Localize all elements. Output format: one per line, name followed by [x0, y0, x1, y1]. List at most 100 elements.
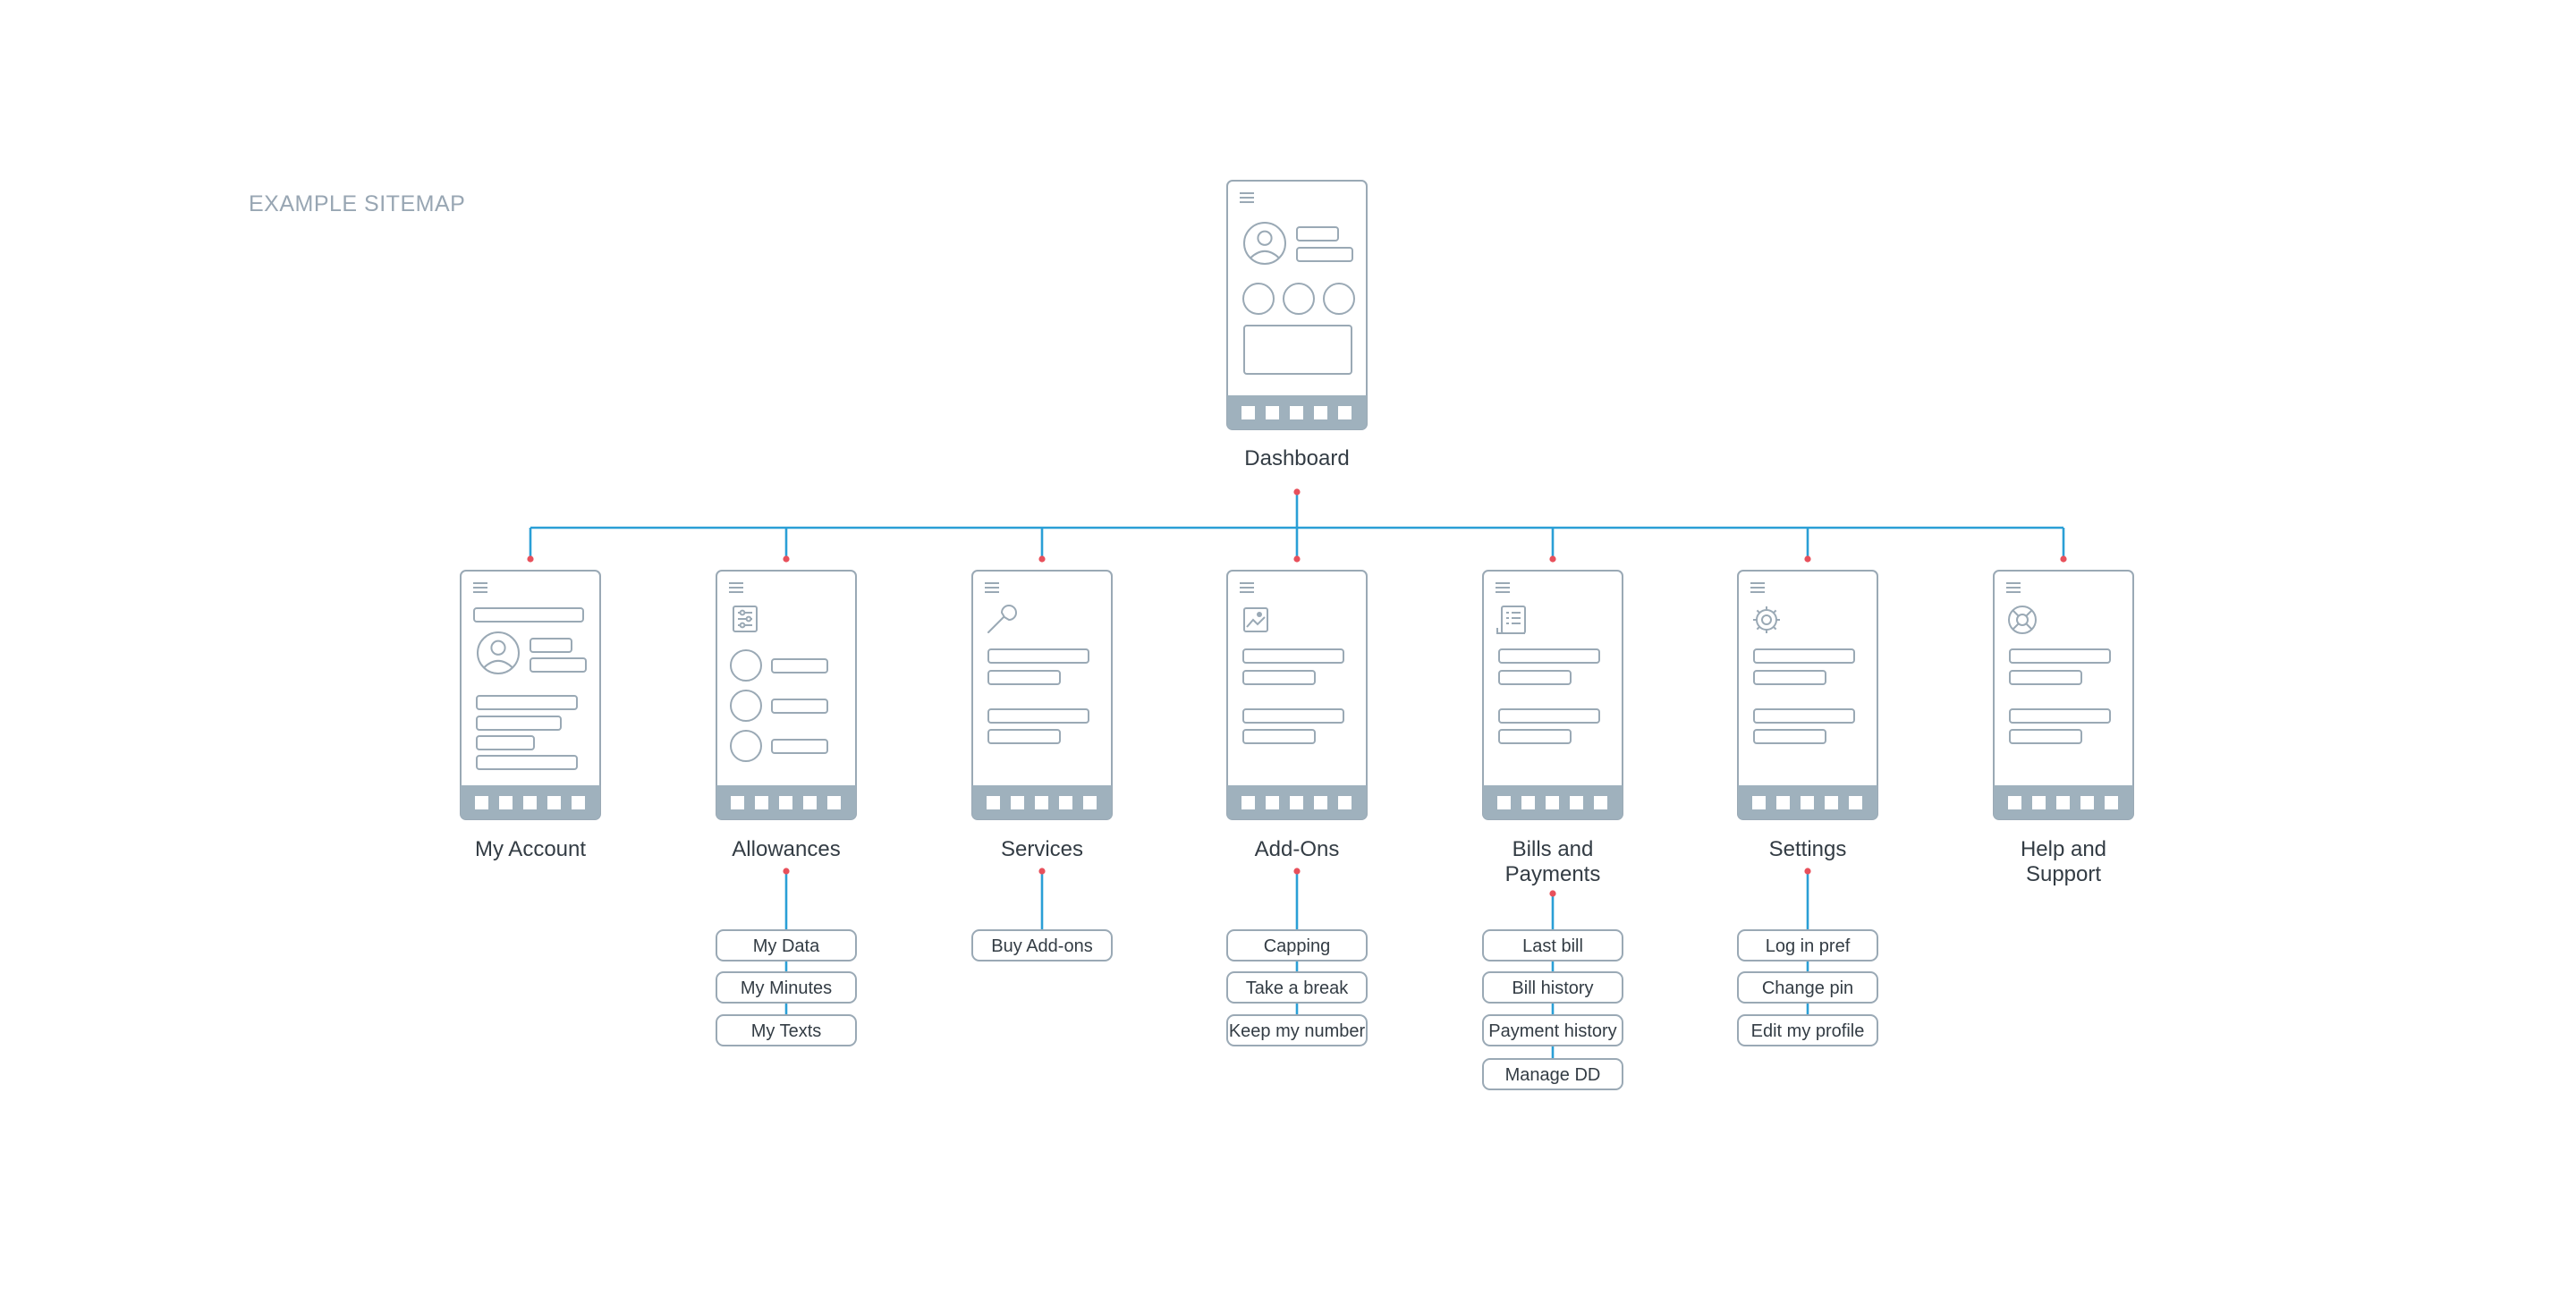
tab-bar-item — [475, 796, 488, 809]
tab-bar-item — [2032, 796, 2046, 809]
subpage-label: Bill history — [1512, 978, 1593, 998]
node-dot — [1293, 488, 1301, 496]
label-line: Settings — [1769, 837, 1847, 861]
tab-bar-item — [1338, 796, 1352, 809]
subpage-label: My Minutes — [741, 978, 832, 998]
tab-bar-item — [547, 796, 561, 809]
menu-icon — [1750, 582, 1765, 593]
node-dot — [1804, 555, 1811, 563]
text-placeholder — [1753, 708, 1855, 724]
subpage-label: Take a break — [1246, 978, 1350, 998]
tab-bar-item — [1570, 796, 1583, 809]
text-placeholder — [1242, 670, 1316, 685]
subpage-node: My Texts — [716, 1014, 857, 1046]
text-placeholder — [476, 695, 578, 710]
allowance-circle — [730, 649, 762, 682]
text-placeholder — [2009, 729, 2082, 744]
text-placeholder — [1296, 226, 1339, 241]
shortcut-circle — [1283, 283, 1315, 315]
menu-icon — [985, 582, 999, 593]
subpage-node: Edit my profile — [1737, 1014, 1878, 1046]
menu-icon — [1496, 582, 1510, 593]
text-placeholder — [1242, 708, 1344, 724]
text-placeholder — [1242, 729, 1316, 744]
text-placeholder — [771, 699, 828, 714]
avatar-body — [1250, 250, 1280, 259]
tab-bar-item — [1752, 796, 1766, 809]
tab-bar-item — [1059, 796, 1072, 809]
services-wireframe — [971, 570, 1113, 820]
node-dot — [1038, 868, 1046, 875]
tab-bar-item — [803, 796, 817, 809]
avatar-body — [483, 659, 513, 669]
subpage-label: Last bill — [1522, 936, 1583, 956]
subpage-label: Manage DD — [1505, 1065, 1601, 1085]
label-line: Help and — [2021, 837, 2106, 861]
dashboard-wireframe — [1226, 180, 1368, 430]
tab-bar-item — [2056, 796, 2070, 809]
text-placeholder — [1753, 729, 1826, 744]
document-icon — [1496, 606, 1526, 634]
menu-icon — [473, 582, 487, 593]
subpage-node: Capping — [1226, 929, 1368, 961]
sliders-icon — [733, 606, 758, 632]
node-dot — [1549, 890, 1556, 897]
tab-bar-item — [1338, 406, 1352, 419]
tab-bar-item — [1594, 796, 1607, 809]
text-placeholder — [1753, 648, 1855, 664]
subpage-pill — [1482, 929, 1623, 961]
add-ons-label: Add-Ons — [1255, 837, 1340, 861]
tab-bar-item — [1825, 796, 1838, 809]
subpage-pill — [971, 929, 1113, 961]
label-line: Support — [2026, 862, 2101, 886]
subpage-node: Keep my number — [1226, 1014, 1368, 1046]
text-placeholder — [1498, 708, 1600, 724]
tab-bar-item — [2080, 796, 2094, 809]
node-dot — [1293, 868, 1301, 875]
text-placeholder — [771, 739, 828, 754]
subpage-pill — [716, 1014, 857, 1046]
tab-bar-item — [1521, 796, 1535, 809]
label-line: Add-Ons — [1255, 837, 1340, 861]
tab-bar-item — [1546, 796, 1559, 809]
text-placeholder — [530, 657, 587, 673]
text-placeholder — [530, 638, 572, 653]
node-dot — [1293, 555, 1301, 563]
tab-bar-item — [987, 796, 1000, 809]
text-placeholder — [987, 729, 1061, 744]
label-line: Payments — [1505, 862, 1601, 886]
node-dot — [783, 555, 790, 563]
card-placeholder — [1243, 325, 1352, 375]
subpage-pill — [1737, 1014, 1878, 1046]
tab-bar-item — [1849, 796, 1862, 809]
text-placeholder — [771, 658, 828, 673]
menu-icon — [1240, 582, 1254, 593]
text-placeholder — [987, 708, 1089, 724]
my-account-wireframe — [460, 570, 601, 820]
text-placeholder — [1498, 670, 1572, 685]
page-title: EXAMPLE SITEMAP — [249, 191, 466, 216]
tab-bar-item — [1314, 406, 1327, 419]
subpage-label: Change pin — [1762, 978, 1853, 998]
gear-icon — [1753, 606, 1780, 633]
subpage-node: Payment history — [1482, 1014, 1623, 1046]
tab-bar-item — [1011, 796, 1024, 809]
subpage-label: My Texts — [751, 1021, 822, 1041]
allowances-label: Allowances — [732, 837, 840, 861]
help-and-support-wireframe — [1993, 570, 2134, 820]
text-placeholder — [2009, 648, 2111, 664]
tab-bar-item — [1083, 796, 1097, 809]
text-placeholder — [1296, 247, 1353, 262]
subpage-node: Buy Add-ons — [971, 929, 1113, 961]
tab-bar-item — [827, 796, 841, 809]
avatar-head — [1257, 230, 1273, 246]
tab-bar-item — [2008, 796, 2021, 809]
phone-frame — [1482, 570, 1623, 820]
avatar-icon — [477, 631, 520, 674]
subpage-node: Change pin — [1737, 971, 1878, 1004]
menu-icon — [2006, 582, 2021, 593]
node-dot — [527, 555, 534, 563]
subpage-pill — [1737, 971, 1878, 1004]
subpage-pill — [1482, 971, 1623, 1004]
